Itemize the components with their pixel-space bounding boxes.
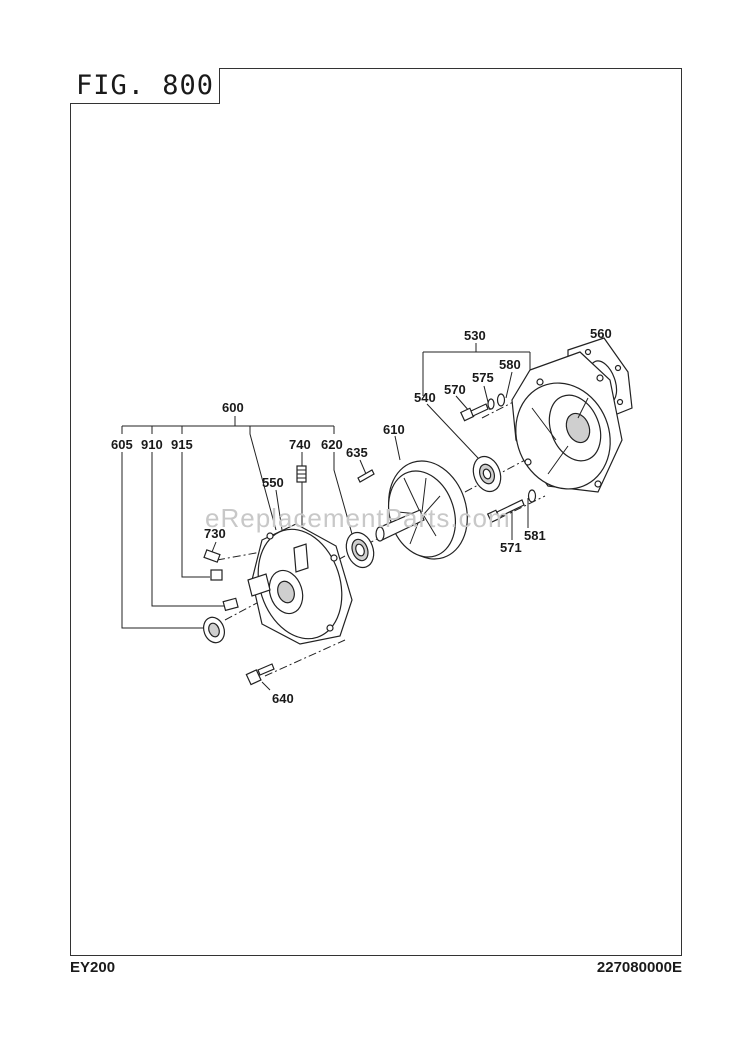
leader-620 xyxy=(333,452,353,535)
callout-620: 620 xyxy=(321,437,343,452)
callout-580: 580 xyxy=(499,357,521,372)
callout-550: 550 xyxy=(262,475,284,490)
housing-530 xyxy=(511,351,623,493)
plug-730 xyxy=(203,549,221,563)
drawing-frame xyxy=(70,68,682,956)
bearing-540 xyxy=(472,455,502,493)
part-code-label: 227080000E xyxy=(596,959,682,976)
part-915 xyxy=(210,569,223,581)
callout-635: 635 xyxy=(346,445,368,460)
bolt-571 xyxy=(486,499,525,524)
washer-581 xyxy=(527,489,537,503)
callout-915: 915 xyxy=(171,437,193,452)
callout-910: 910 xyxy=(141,437,163,452)
bracket-530 xyxy=(422,343,531,396)
watermark: eReplacementParts.com xyxy=(205,503,511,533)
leader-635 xyxy=(359,459,367,475)
callout-730: 730 xyxy=(204,526,226,541)
washer-580 xyxy=(496,393,506,407)
leader-730 xyxy=(211,541,217,553)
bearing-620 xyxy=(345,531,375,569)
bolt-640 xyxy=(245,663,275,686)
leader-915 xyxy=(181,452,210,578)
plug-740 xyxy=(296,465,307,483)
washer-575 xyxy=(487,398,495,410)
model-label: EY200 xyxy=(70,959,116,976)
callout-605: 605 xyxy=(111,437,133,452)
figure-title: FIG. 800 xyxy=(70,68,220,104)
leader-610 xyxy=(394,435,401,461)
leader-540 xyxy=(426,403,479,459)
callout-581: 581 xyxy=(524,528,546,543)
leader-580 xyxy=(505,371,513,399)
callout-570: 570 xyxy=(444,382,466,397)
impeller-610 xyxy=(375,460,468,560)
leader-550 xyxy=(275,489,283,531)
callout-740: 740 xyxy=(289,437,311,452)
axis-640 xyxy=(264,639,346,677)
callout-560: 560 xyxy=(590,326,612,341)
bracket-600 xyxy=(121,416,335,531)
key-635 xyxy=(357,469,375,483)
figure-title-text: FIG. 800 xyxy=(76,70,215,101)
leader-605 xyxy=(121,452,205,629)
seal-605 xyxy=(203,616,225,644)
bolt-570 xyxy=(459,403,489,422)
callout-530: 530 xyxy=(464,328,486,343)
callout-571: 571 xyxy=(500,540,522,555)
part-910 xyxy=(222,597,239,612)
leader-640 xyxy=(261,681,271,691)
leader-910 xyxy=(151,452,224,607)
callout-540: 540 xyxy=(414,390,436,405)
callout-610: 610 xyxy=(383,422,405,437)
callout-640: 640 xyxy=(272,691,294,706)
cover-550 xyxy=(247,523,353,645)
callout-600: 600 xyxy=(222,400,244,415)
callout-575: 575 xyxy=(472,370,494,385)
